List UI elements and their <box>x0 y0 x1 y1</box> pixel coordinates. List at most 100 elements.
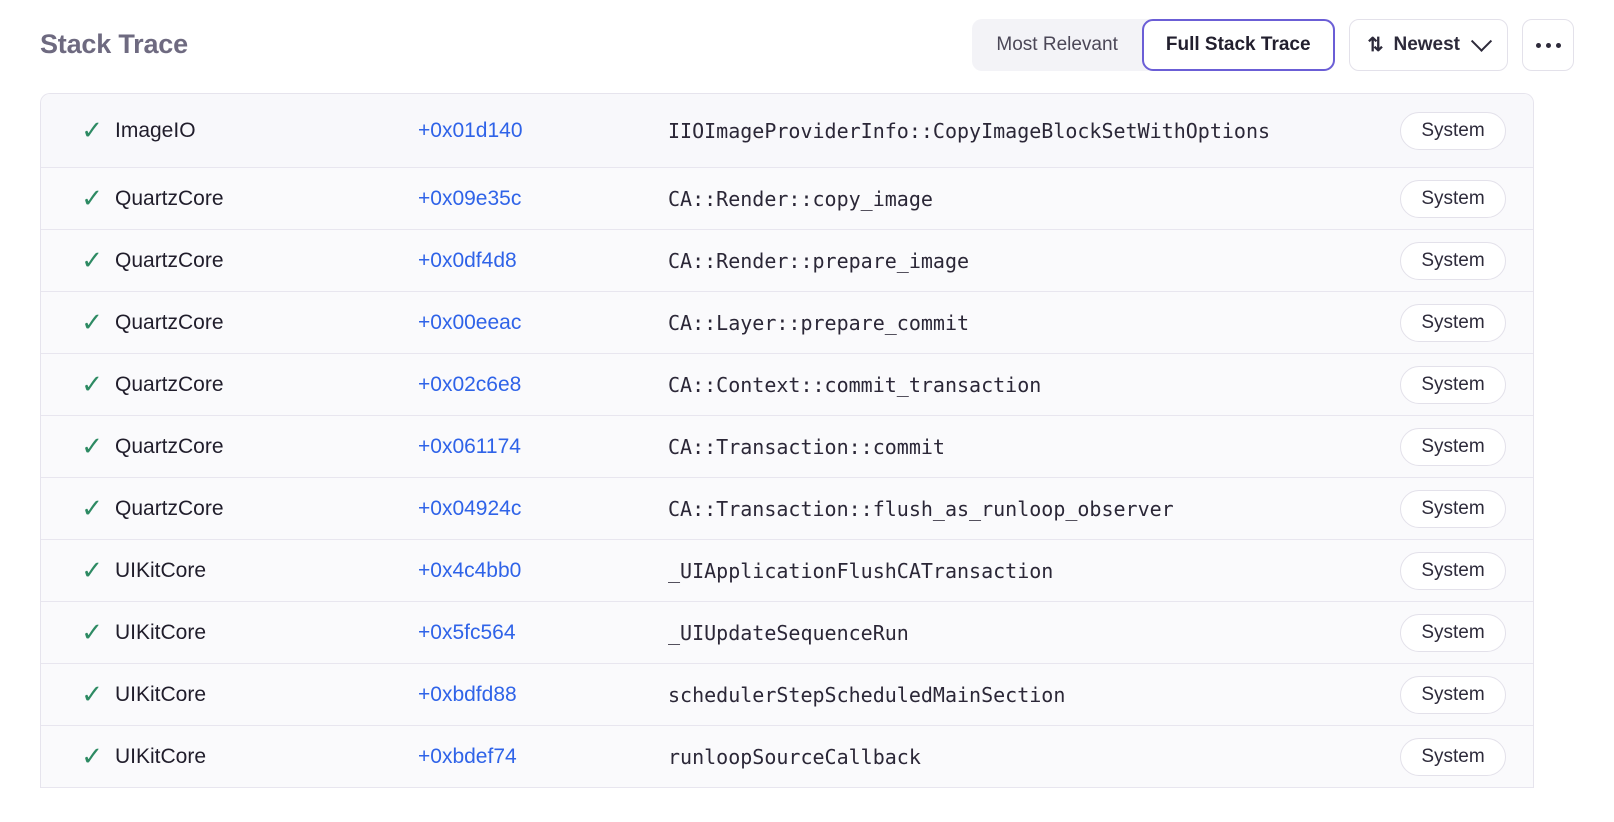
checkmark-icon: ✓ <box>81 555 103 586</box>
function-name: CA::Render::copy_image <box>668 186 933 211</box>
status-badge: System <box>1400 365 1506 404</box>
table-row[interactable]: ✓ QuartzCore +0x061174 CA::Transaction::com… <box>41 416 1533 478</box>
status-badge: System <box>1400 551 1506 590</box>
offset-link[interactable]: +0x4c4bb0 <box>418 558 522 582</box>
checkmark-icon: ✓ <box>81 369 103 400</box>
offset-link[interactable]: +0x061174 <box>418 434 521 458</box>
row-status-cell: ✓ <box>41 434 113 460</box>
status-badge: System <box>1400 179 1506 218</box>
table-row[interactable]: ✓ UIKitCore +0x5fc564 _UIUpdateSequenceRun S… <box>41 602 1533 664</box>
tab-most-relevant[interactable]: Most Relevant <box>972 19 1141 71</box>
row-status-cell: ✓ <box>41 248 113 274</box>
checkmark-icon: ✓ <box>81 679 103 710</box>
status-badge: System <box>1400 613 1506 652</box>
panel-header: Stack Trace Most Relevant Full Stack Tra… <box>0 0 1614 90</box>
offset-link[interactable]: +0x09e35c <box>418 186 522 210</box>
offset-link[interactable]: +0x04924c <box>418 496 522 520</box>
row-status-cell: ✓ <box>41 558 113 584</box>
table-row[interactable]: ✓ UIKitCore +0xbdfd88 schedulerStepSchedule… <box>41 664 1533 726</box>
function-name: schedulerStepScheduledMainSection <box>668 682 1066 707</box>
checkmark-icon: ✓ <box>81 115 103 146</box>
library-name: UIKitCore <box>115 620 207 644</box>
status-badge: System <box>1400 489 1506 528</box>
function-name: CA::Layer::prepare_commit <box>668 310 970 335</box>
tab-full-stack-trace[interactable]: Full Stack Trace <box>1141 19 1335 71</box>
badge-cell: System <box>1373 111 1533 150</box>
status-badge: System <box>1400 241 1506 280</box>
library-name: QuartzCore <box>115 310 224 334</box>
badge-cell: System <box>1373 675 1533 714</box>
status-badge: System <box>1400 737 1506 776</box>
badge-cell: System <box>1373 551 1533 590</box>
header-controls: Most Relevant Full Stack Trace ⇅ Newest <box>972 19 1574 71</box>
library-name: QuartzCore <box>115 496 224 520</box>
checkmark-icon: ✓ <box>81 617 103 648</box>
library-name: QuartzCore <box>115 434 224 458</box>
offset-link[interactable]: +0x02c6e8 <box>418 372 522 396</box>
table-row[interactable]: ✓ QuartzCore +0x0df4d8 CA::Render::prepare_… <box>41 230 1533 292</box>
row-status-cell: ✓ <box>41 744 113 770</box>
stack-trace-mode-segmented-control[interactable]: Most Relevant Full Stack Trace <box>972 19 1335 71</box>
function-name: _UIUpdateSequenceRun <box>668 620 909 645</box>
status-badge: System <box>1400 427 1506 466</box>
offset-link[interactable]: +0x0df4d8 <box>418 248 517 272</box>
checkmark-icon: ✓ <box>81 431 103 462</box>
checkmark-icon: ✓ <box>81 741 103 772</box>
checkmark-icon: ✓ <box>81 493 103 524</box>
status-badge: System <box>1400 303 1506 342</box>
row-status-cell: ✓ <box>41 118 113 144</box>
function-name: CA::Transaction::flush_as_runloop_observ… <box>668 496 1174 521</box>
library-name: QuartzCore <box>115 372 224 396</box>
row-status-cell: ✓ <box>41 620 113 646</box>
checkmark-icon: ✓ <box>81 245 103 276</box>
row-status-cell: ✓ <box>41 682 113 708</box>
function-name: CA::Render::prepare_image <box>668 248 970 273</box>
more-options-button[interactable] <box>1522 19 1574 71</box>
function-name: _UIApplicationFlushCATransaction <box>668 558 1054 583</box>
sort-label: Newest <box>1393 34 1460 55</box>
ellipsis-icon-dot-2 <box>1545 42 1551 48</box>
function-name: CA::Context::commit_transaction <box>668 372 1042 397</box>
offset-link[interactable]: +0x00eeac <box>418 310 522 334</box>
sort-arrows-icon: ⇅ <box>1367 34 1384 56</box>
table-row[interactable]: ✓ UIKitCore +0xbdef74 runloopSourceCallback… <box>41 726 1533 788</box>
checkmark-icon: ✓ <box>81 183 103 214</box>
sort-button[interactable]: ⇅ Newest <box>1348 19 1508 71</box>
badge-cell: System <box>1373 365 1533 404</box>
badge-cell: System <box>1373 737 1533 776</box>
badge-cell: System <box>1373 179 1533 218</box>
table-row[interactable]: ✓ QuartzCore +0x04924c CA::Transaction::flu… <box>41 478 1533 540</box>
offset-link[interactable]: +0xbdfd88 <box>418 682 517 706</box>
library-name: QuartzCore <box>115 248 224 272</box>
table-row[interactable]: ✓ QuartzCore +0x09e35c CA::Render::copy_ima… <box>41 168 1533 230</box>
row-status-cell: ✓ <box>41 186 113 212</box>
library-name: UIKitCore <box>115 682 207 706</box>
library-name: UIKitCore <box>115 744 207 768</box>
table-row[interactable]: ✓ QuartzCore +0x00eeac CA::Layer::prepare_c… <box>41 292 1533 354</box>
row-status-cell: ✓ <box>41 496 113 522</box>
row-status-cell: ✓ <box>41 310 113 336</box>
table-row[interactable]: ✓ UIKitCore +0x4c4bb0 _UIApplicationFlushCA… <box>41 540 1533 602</box>
function-name: runloopSourceCallback <box>668 744 921 769</box>
badge-cell: System <box>1373 613 1533 652</box>
badge-cell: System <box>1373 489 1533 528</box>
ellipsis-icon-dot-3 <box>1555 42 1561 48</box>
library-name: UIKitCore <box>115 558 207 582</box>
row-status-cell: ✓ <box>41 372 113 398</box>
offset-link[interactable]: +0x5fc564 <box>418 620 516 644</box>
table-row[interactable]: ✓ QuartzCore +0x02c6e8 CA::Context::commit_… <box>41 354 1533 416</box>
chevron-down-icon <box>1470 30 1493 52</box>
library-name: QuartzCore <box>115 186 224 210</box>
function-name: CA::Transaction::commit <box>668 434 945 459</box>
badge-cell: System <box>1373 241 1533 280</box>
offset-link[interactable]: +0xbdef74 <box>418 744 517 768</box>
status-badge: System <box>1400 111 1506 150</box>
badge-cell: System <box>1373 303 1533 342</box>
checkmark-icon: ✓ <box>81 307 103 338</box>
badge-cell: System <box>1373 427 1533 466</box>
offset-link[interactable]: +0x01d140 <box>418 118 523 142</box>
function-name: IIOImageProviderInfo::CopyImageBlockSetW… <box>668 118 1271 143</box>
